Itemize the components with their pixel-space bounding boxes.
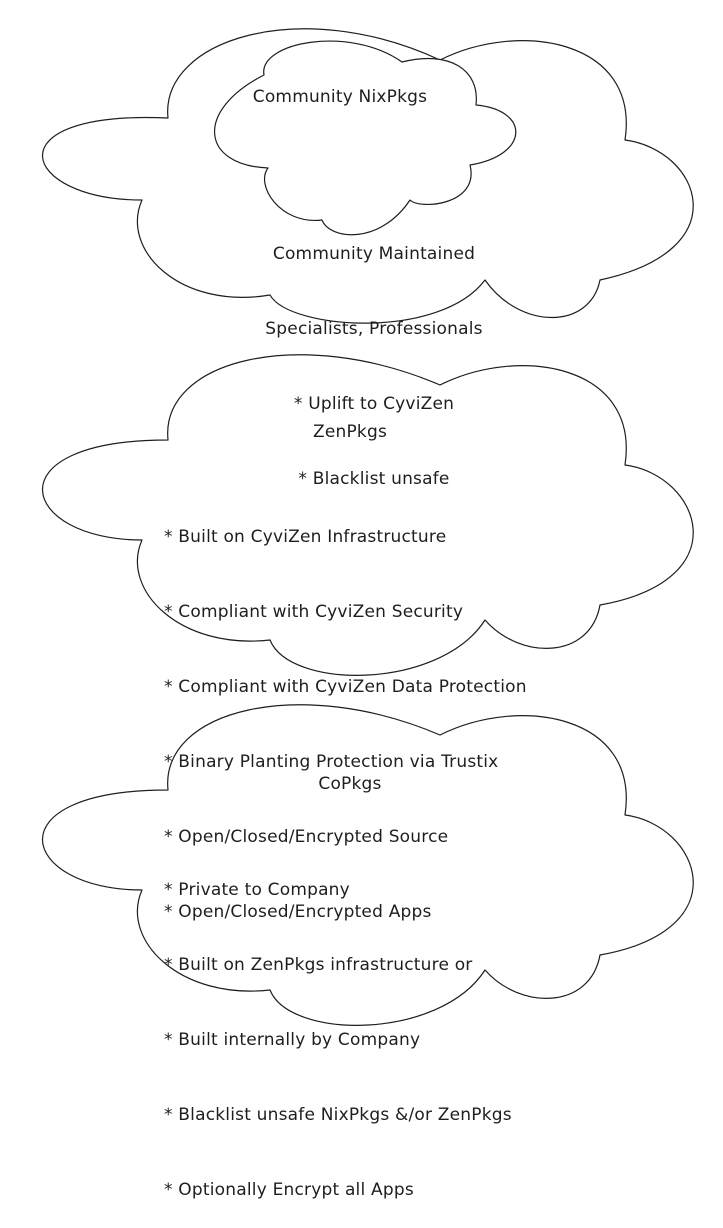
cloud-line: * Compliant with CyviZen Data Protection [164, 677, 527, 697]
cloud-line: * Private to Company [164, 880, 350, 900]
cloud-line: * Blacklist unsafe [298, 469, 450, 489]
cloud-line: Specialists, Professionals [265, 319, 483, 339]
cloud-line: * Built on ZenPkgs infrastructure or [164, 955, 473, 975]
cloud-shape-zenpkgs [42, 354, 694, 676]
cloud-line: * Built on CyviZen Infrastructure [164, 527, 447, 547]
cloud-line: * Open/Closed/Encrypted Source [164, 827, 449, 847]
cloud-zenpkgs-text: * Built on CyviZen Infrastructure * Comp… [164, 475, 594, 950]
cloud-line: Community Maintained [272, 244, 476, 264]
diagram-canvas [41, 28, 694, 1026]
cloud-line: * Uplift to CyviZen [293, 394, 455, 414]
cloud-shape-copkgs [42, 704, 694, 1026]
cloud-shape-community-nixpkgs [214, 40, 517, 236]
cloud-line: * Built internally by Company [164, 1030, 421, 1050]
cloud-title-copkgs: CoPkgs [318, 774, 382, 794]
cloud-line: * Optionally Encrypt all Apps [164, 1180, 414, 1200]
cloud-line: * Open/Closed/Encrypted Apps [164, 902, 432, 922]
cloud-line: * Binary Planting Protection via Trustix [164, 752, 499, 772]
cloud-line: * Compliant with CyviZen Security [164, 602, 464, 622]
cloud-copkgs-text: * Private to Company * Built on ZenPkgs … [164, 828, 594, 1228]
cloud-line: * Blacklist unsafe NixPkgs &/or ZenPkgs [164, 1105, 512, 1125]
cloud-title-community-nixpkgs: Community NixPkgs [252, 87, 428, 107]
cloud-community-text: Community Maintained Specialists, Profes… [224, 192, 524, 517]
cloud-title-zenpkgs: ZenPkgs [312, 422, 388, 442]
